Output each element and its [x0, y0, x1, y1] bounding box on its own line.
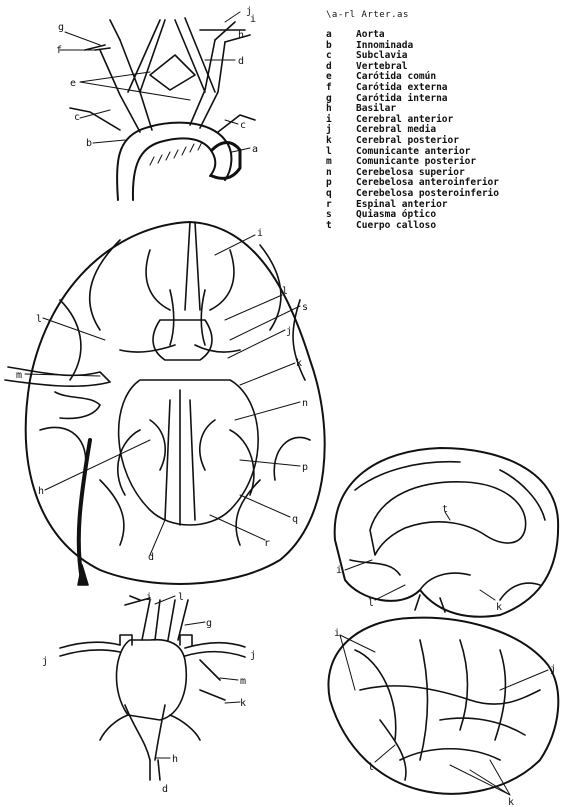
label-lateral-i: i: [334, 628, 340, 639]
label-base-s: s: [302, 302, 308, 313]
label-lateral-l: l: [368, 762, 374, 773]
legend-key: a: [324, 30, 356, 41]
label-base-m: m: [16, 370, 22, 381]
label-aortic-g: g: [58, 22, 64, 33]
label-aortic-c1: c: [74, 112, 80, 123]
label-aortic-d: d: [238, 56, 244, 67]
legend-name: Aorta: [356, 30, 385, 41]
label-circle-h: h: [172, 754, 178, 765]
label-base-l2: l: [36, 314, 42, 325]
label-base-d: d: [148, 552, 154, 563]
label-base-l: l: [282, 286, 288, 297]
label-circle-g: g: [206, 618, 212, 629]
label-base-k: k: [296, 358, 302, 369]
label-base-p: p: [302, 462, 308, 473]
label-medial-t: t: [442, 504, 448, 515]
label-base-j: j: [286, 326, 292, 337]
aortic-arch-figure: [60, 12, 255, 200]
legend-key: t: [324, 221, 356, 232]
label-aortic-b: b: [86, 138, 92, 149]
label-aortic-i: i: [250, 14, 256, 25]
label-aortic-f: f: [56, 45, 62, 56]
label-aortic-h: h: [238, 30, 244, 41]
brain-base-figure: [5, 222, 325, 585]
label-aortic-c2: c: [240, 120, 246, 131]
legend-key: q: [324, 189, 356, 200]
label-circle-l: l: [178, 592, 184, 603]
label-medial-l: l: [368, 598, 374, 609]
legend-key: f: [324, 83, 356, 94]
label-medial-k: k: [496, 602, 502, 613]
lateral-hemisphere-figure: [328, 618, 558, 795]
legend-title: \a-rl Arter.as: [326, 10, 560, 20]
label-circle-m: m: [240, 676, 246, 687]
label-base-i: i: [257, 228, 263, 239]
label-aortic-a: a: [252, 144, 258, 155]
label-circle-j1: j: [42, 656, 48, 667]
label-circle-j2: j: [250, 650, 256, 661]
label-base-n: n: [302, 398, 308, 409]
label-aortic-e: e: [70, 78, 76, 89]
medial-hemisphere-figure: [335, 448, 558, 617]
label-base-h: h: [38, 486, 44, 497]
legend-name: Cerebral posterior: [356, 136, 459, 147]
label-circle-i: i: [146, 592, 152, 603]
label-lateral-j: j: [550, 664, 556, 675]
label-circle-d: d: [162, 784, 168, 795]
legend-name: Cuerpo calloso: [356, 221, 436, 232]
legend-item: tCuerpo calloso: [324, 221, 560, 232]
label-circle-k: k: [240, 698, 246, 709]
legend-key: k: [324, 136, 356, 147]
label-lateral-k: k: [508, 797, 514, 807]
label-medial-i: i: [336, 565, 342, 576]
legend-name: Carótida externa: [356, 83, 448, 94]
legend-name: Cerebelosa posteroinferio: [356, 189, 499, 200]
label-base-q: q: [292, 514, 298, 525]
label-base-r: r: [264, 538, 270, 549]
circle-of-willis-figure: [60, 596, 245, 780]
